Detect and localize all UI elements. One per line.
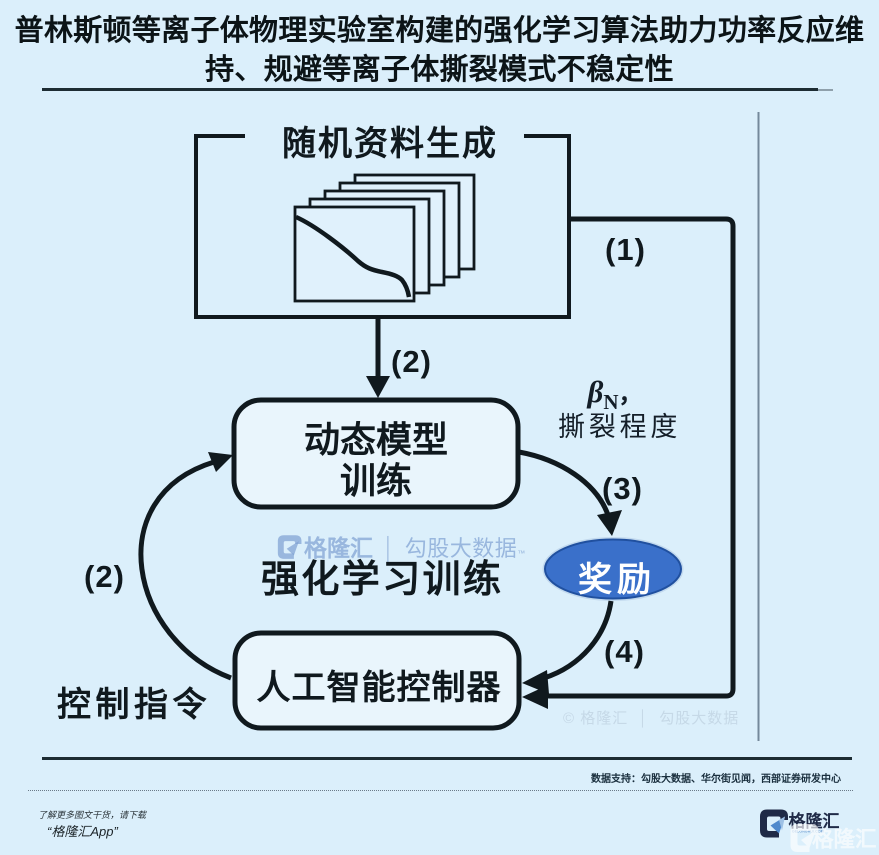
svg-text:格隆汇: 格隆汇 xyxy=(812,827,877,852)
svg-text:GELONGHUI.COM: GELONGHUI.COM xyxy=(792,830,824,834)
